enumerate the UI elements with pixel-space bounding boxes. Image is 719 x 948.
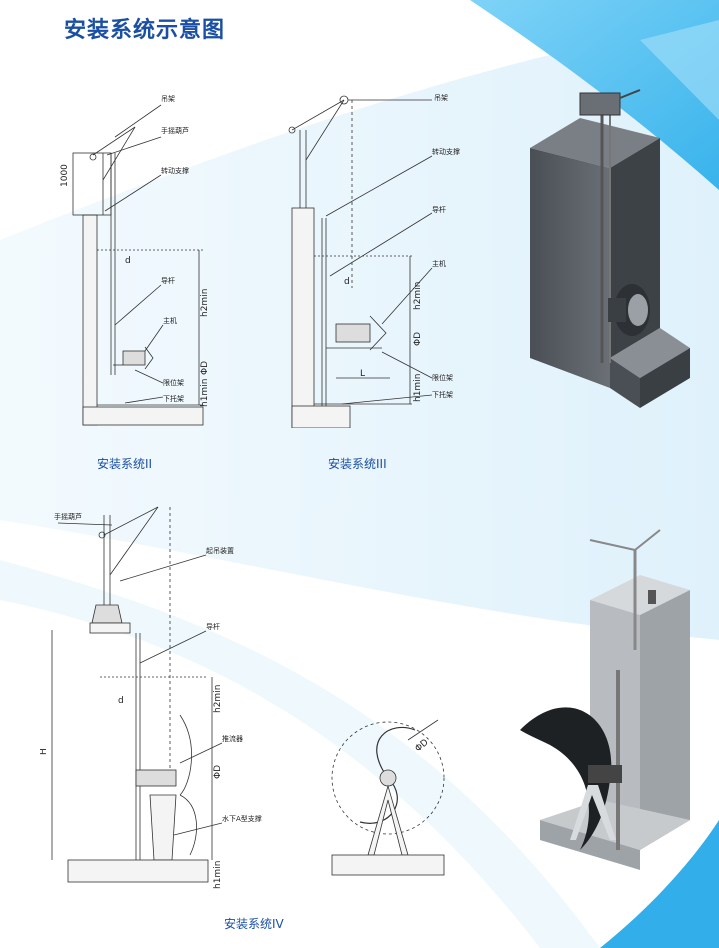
label-guide-rod: 导杆 bbox=[206, 622, 220, 631]
label-lower-frame: 下托架 bbox=[163, 394, 184, 403]
dim-d: d bbox=[344, 277, 350, 287]
dim-d: d bbox=[125, 256, 131, 266]
dim-d: d bbox=[118, 696, 124, 706]
diagram-installation-3: d h2min ΦD L h1min 吊架 转动支撑 导杆 主机 限位架 下托架 bbox=[288, 94, 460, 428]
dim-phi-d: ΦD bbox=[213, 765, 223, 779]
render-wall-mount-installation bbox=[530, 89, 690, 408]
label-underwater-support: 水下A型支撑 bbox=[222, 814, 262, 823]
label-lift-device: 起吊装置 bbox=[206, 546, 234, 555]
dim-h2: h2min bbox=[213, 685, 223, 713]
dim-h1: h1min bbox=[200, 379, 210, 407]
label-limit-frame: 限位架 bbox=[163, 378, 184, 387]
label-lower-frame: 下托架 bbox=[432, 390, 453, 399]
render-floor-mount-installation bbox=[520, 529, 690, 870]
dim-phi-d: ΦD bbox=[413, 332, 423, 346]
label-flow-blade: 推流器 bbox=[222, 734, 243, 743]
label-guide-rod: 导杆 bbox=[432, 205, 446, 214]
dim-height: 1000 bbox=[60, 164, 70, 187]
label-crane: 吊架 bbox=[161, 95, 175, 103]
page-title: 安装系统示意图 bbox=[64, 18, 226, 43]
label-hoist: 手摇葫芦 bbox=[54, 512, 82, 521]
label-limit-frame: 限位架 bbox=[432, 373, 453, 382]
diagram-installation-4: H d h2min ΦD h1min 手摇葫芦 起吊装置 导杆 推流器 水下A型… bbox=[40, 506, 262, 889]
label-motor: 主机 bbox=[163, 316, 177, 325]
label-motor: 主机 bbox=[432, 259, 446, 268]
dim-h1: h1min bbox=[413, 374, 423, 402]
label-crane: 吊架 bbox=[434, 94, 448, 102]
dim-phi-d: ΦD bbox=[200, 361, 210, 375]
dim-h2: h2min bbox=[413, 282, 423, 310]
diagram-installation-4-side-view: ΦD bbox=[331, 719, 445, 876]
dim-h2: h2min bbox=[200, 289, 210, 317]
caption-installation-4: 安装系统IV bbox=[224, 917, 284, 931]
dim-phi-d-side: ΦD bbox=[414, 738, 431, 755]
dim-l: L bbox=[360, 369, 365, 379]
label-guide-rod: 导杆 bbox=[161, 276, 175, 285]
caption-installation-3: 安装系统III bbox=[328, 457, 387, 471]
dim-h1: h1min bbox=[213, 861, 223, 889]
label-rotate-support: 转动支撑 bbox=[161, 166, 189, 175]
label-hoist: 手摇葫芦 bbox=[161, 126, 189, 135]
dim-h: H bbox=[40, 748, 49, 755]
label-rotate-support: 转动支撑 bbox=[432, 147, 460, 156]
caption-installation-2: 安装系统II bbox=[97, 457, 153, 471]
diagram-installation-2: 1000 d h2min ΦD h1min 吊架 手摇葫芦 转动支撑 导杆 主机… bbox=[60, 95, 210, 426]
